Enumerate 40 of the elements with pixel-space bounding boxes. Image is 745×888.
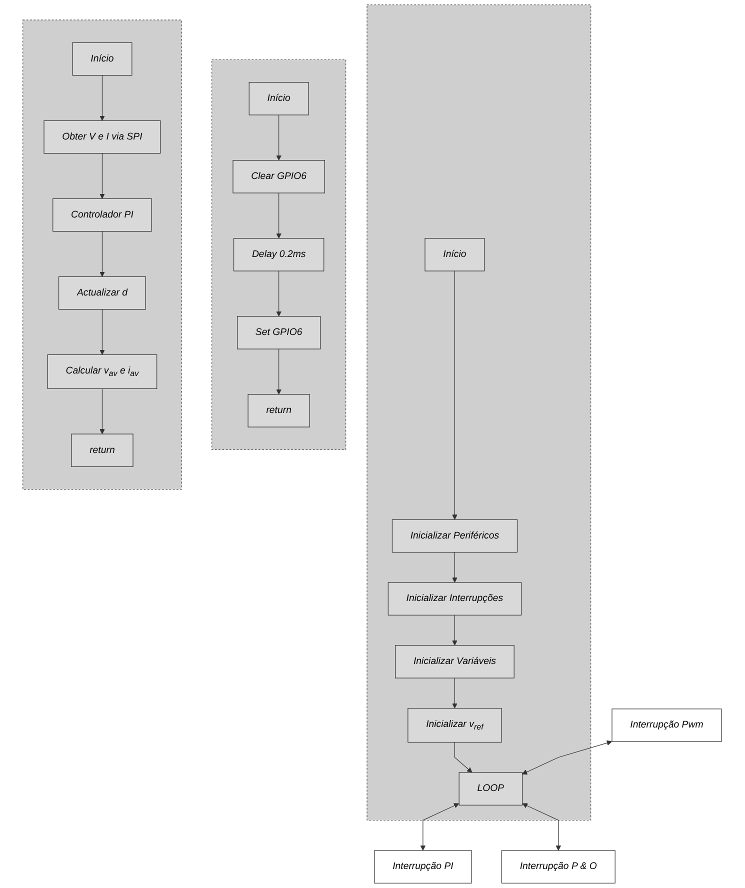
node-box: return bbox=[72, 434, 134, 467]
node-box: Controlador PI bbox=[52, 198, 152, 232]
cluster bbox=[212, 59, 346, 450]
node-box: Delay 0.2ms bbox=[234, 238, 325, 272]
node-box: Calcular v$_{av}$ e i$_{av}$ bbox=[48, 354, 158, 389]
node-box: Interrupção P & O bbox=[502, 850, 616, 884]
arrow bbox=[276, 270, 282, 317]
node-box: LOOP bbox=[459, 772, 523, 806]
node-box: Interrupção Pwm bbox=[612, 708, 722, 742]
node-box: Inicializar Interrupções bbox=[388, 582, 522, 616]
arrow bbox=[452, 270, 458, 520]
arrow bbox=[276, 192, 282, 239]
node-box: Actualizar d bbox=[58, 276, 146, 310]
arrow bbox=[452, 552, 458, 583]
arrow bbox=[454, 742, 473, 773]
node-box: Inicializar Periféricos bbox=[392, 519, 518, 553]
arrow bbox=[522, 803, 562, 851]
node-box: Inicializar Variáveis bbox=[395, 645, 515, 678]
arrow bbox=[276, 114, 282, 161]
arrow bbox=[276, 348, 282, 395]
node-box: return bbox=[248, 394, 310, 428]
node-box: Início bbox=[72, 42, 133, 76]
arrow bbox=[100, 153, 106, 199]
node-box: Inicializar v$_{ref}$ bbox=[408, 708, 502, 743]
arrow bbox=[452, 614, 458, 646]
node-box: Início bbox=[425, 238, 486, 272]
arrow bbox=[100, 231, 106, 277]
arrow bbox=[522, 740, 612, 775]
node-box: Clear GPIO6 bbox=[233, 160, 326, 194]
cluster bbox=[367, 4, 592, 821]
node-box: Início bbox=[249, 82, 310, 116]
arrow bbox=[100, 388, 106, 434]
arrow bbox=[452, 678, 458, 708]
arrow bbox=[100, 309, 106, 355]
arrow bbox=[100, 74, 106, 121]
node-box: Obter V e I via SPI bbox=[44, 120, 162, 154]
arrow bbox=[420, 803, 460, 851]
node-box: Interrupção PI bbox=[374, 850, 472, 884]
node-box: Set GPIO6 bbox=[237, 316, 322, 350]
cluster bbox=[22, 20, 182, 490]
